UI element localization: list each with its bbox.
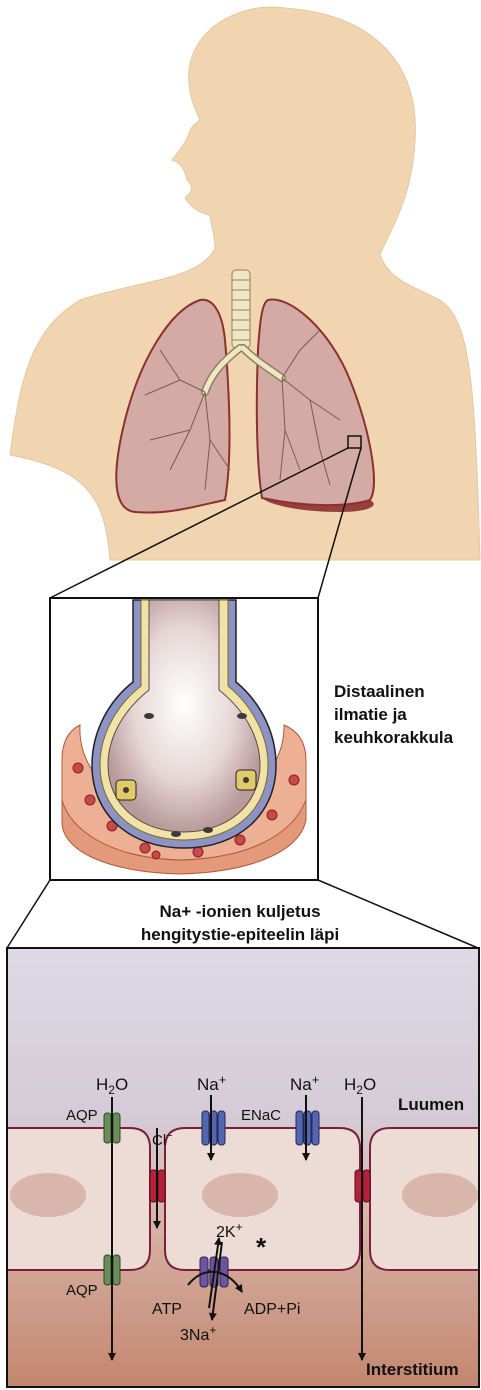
zoom-line-lower-left: [7, 880, 50, 948]
trachea: [232, 270, 250, 348]
luumen-label: Luumen: [398, 1095, 464, 1114]
alveolus-label-line2: ilmatie ja: [334, 705, 407, 724]
atp-label: ATP: [152, 1301, 182, 1318]
epithelium-title-line1: Na+ -ionien kuljetus: [159, 902, 320, 921]
interstitium-label: Interstitium: [366, 1360, 459, 1379]
alveolus-label-line1: Distaalinen: [334, 682, 425, 701]
aqp-label-bottom: AQP: [66, 1282, 98, 1299]
epithelium-panel: H2O H2O Na+ Na+ AQP AQP Cl− ENaC 2K+ * A…: [7, 948, 479, 1387]
alveolus-panel: [50, 598, 318, 880]
torso-illustration: [10, 7, 480, 560]
asterisk-marker: *: [256, 1232, 267, 1262]
zoom-line-lower-right: [318, 880, 478, 948]
alveolus-label-line3: keuhkorakkula: [334, 728, 454, 747]
epithelium-title-line2: hengitystie-epiteelin läpi: [141, 925, 339, 944]
adp-label: ADP+Pi: [244, 1301, 300, 1318]
aqp-label-top: AQP: [66, 1107, 98, 1124]
enac-label: ENaC: [241, 1107, 281, 1124]
